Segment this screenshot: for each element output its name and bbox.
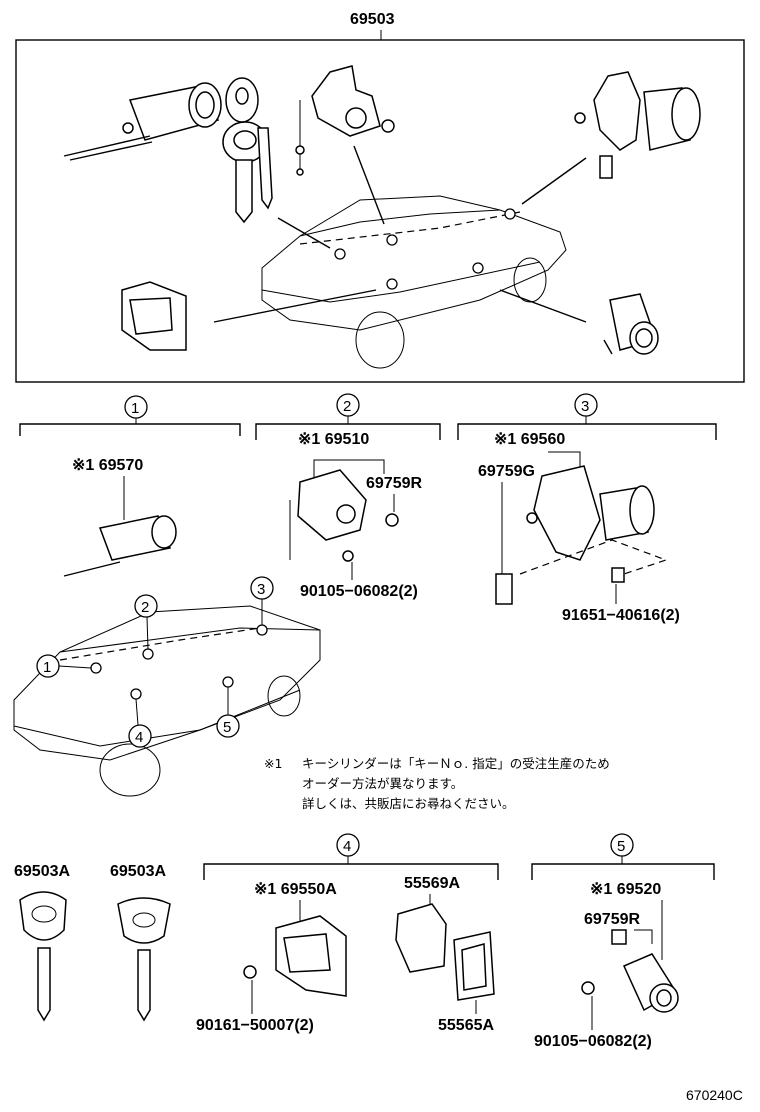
section-header-2: 2 xyxy=(255,393,441,440)
part-55565A: 55565A xyxy=(438,1017,494,1034)
car-callouts: 1 2 3 4 5 xyxy=(36,576,274,748)
part-90105-b: 90105−06082(2) xyxy=(534,1033,652,1050)
bracket-55569A xyxy=(395,903,495,1001)
svg-text:1: 1 xyxy=(43,659,51,676)
part-90161: 90161−50007(2) xyxy=(196,1017,314,1034)
svg-text:3: 3 xyxy=(581,398,589,415)
key-69503A-1 xyxy=(19,891,67,1022)
part-69759R-b: 69759R xyxy=(584,911,640,928)
hood-lock-2 xyxy=(289,469,399,562)
note-line-1: キーシリンダーは「キーＮｏ. 指定」の受注生産のため xyxy=(302,756,610,771)
diagram-code: 670240C xyxy=(686,1087,743,1103)
note-mark: ※1 xyxy=(264,756,282,771)
svg-text:5: 5 xyxy=(223,719,231,736)
part-69520: ※1 69520 xyxy=(590,881,661,898)
section-header-4: 4 xyxy=(203,833,499,880)
key-illustration xyxy=(222,77,273,224)
part-90105-a: 90105−06082(2) xyxy=(300,583,418,600)
door-lock-4 xyxy=(243,915,347,997)
part-69503A-1: 69503A xyxy=(14,863,70,880)
part-69570: ※1 69570 xyxy=(72,457,143,474)
section-header-1: 1 xyxy=(19,395,241,436)
part-69510: ※1 69510 xyxy=(298,431,369,448)
group-label-69503: 69503 xyxy=(350,11,395,28)
ignition-cylinder-1 xyxy=(63,515,177,577)
door-cylinder-illustration xyxy=(603,293,659,355)
part-69503A-2: 69503A xyxy=(110,863,166,880)
note-line-2: オーダー方法が異なります。 xyxy=(302,776,463,791)
car-illustration-top xyxy=(261,195,567,369)
hood-lock-illustration xyxy=(295,65,395,176)
group-box-69503 xyxy=(15,39,745,383)
ignition-cylinder-illustration xyxy=(63,82,222,161)
arrows-top xyxy=(213,145,587,323)
svg-text:5: 5 xyxy=(617,838,625,855)
key-69503A-2 xyxy=(117,897,171,1022)
section-header-3: 3 xyxy=(457,393,717,440)
svg-text:1: 1 xyxy=(131,400,139,417)
door-lock-illustration xyxy=(121,281,187,351)
part-69759G: 69759G xyxy=(478,463,535,480)
trunk-lock-illustration xyxy=(574,71,701,179)
part-55569A: 55569A xyxy=(404,875,460,892)
part-69560: ※1 69560 xyxy=(494,431,565,448)
svg-text:4: 4 xyxy=(135,729,143,746)
trunk-lock-3 xyxy=(495,465,668,605)
svg-text:4: 4 xyxy=(343,838,351,855)
svg-text:2: 2 xyxy=(343,398,351,415)
part-69550A: ※1 69550A xyxy=(254,881,337,898)
section-header-5: 5 xyxy=(531,833,715,880)
svg-text:3: 3 xyxy=(257,581,265,598)
svg-text:2: 2 xyxy=(141,599,149,616)
door-cylinder-5 xyxy=(581,929,679,1013)
note-line-3: 詳しくは、共販店にお尋ねください。 xyxy=(302,796,515,811)
part-91651: 91651−40616(2) xyxy=(562,607,680,624)
part-69759R-a: 69759R xyxy=(366,475,422,492)
